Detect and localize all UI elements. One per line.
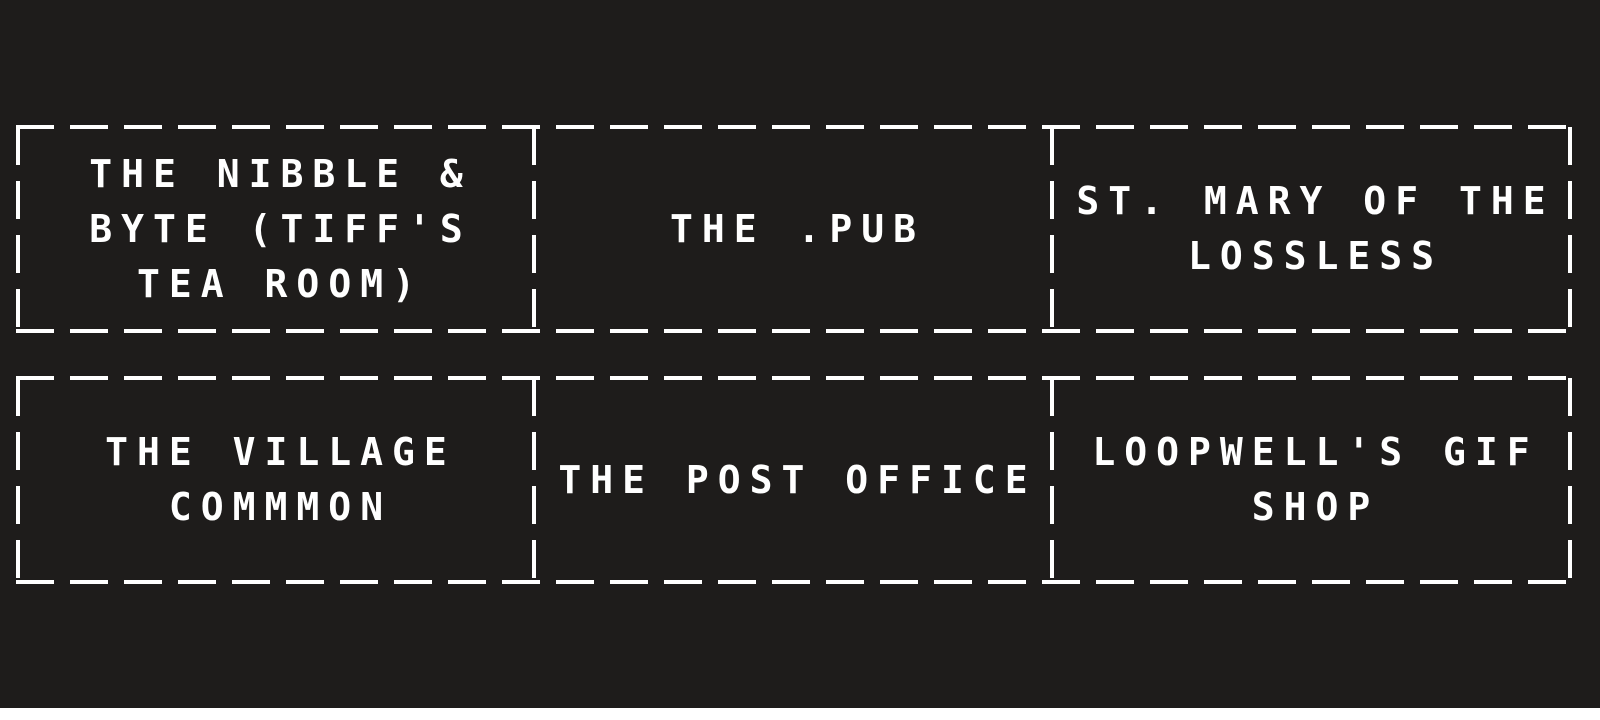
location-button-nibble-byte[interactable]: THE NIBBLE & BYTE (TIFF'S TEA ROOM) [18, 127, 534, 331]
location-label-pub: THE .PUB [669, 206, 926, 251]
location-label-post-office: THE POST OFFICE [558, 457, 1037, 502]
location-button-village-common[interactable]: THE VILLAGE COMMMON [18, 378, 534, 582]
location-button-post-office[interactable]: THE POST OFFICE [534, 378, 1052, 582]
location-button-pub[interactable]: THE .PUB [534, 127, 1052, 331]
location-label-village-common: THE VILLAGE COMMMON [105, 430, 456, 529]
location-label-st-mary: ST. MARY OF THE LOSSLESS [1076, 179, 1555, 278]
location-button-gif-shop[interactable]: LOOPWELL'S GIF SHOP [1052, 378, 1570, 582]
location-label-gif-shop: LOOPWELL'S GIF SHOP [1092, 430, 1539, 529]
location-button-st-mary[interactable]: ST. MARY OF THE LOSSLESS [1052, 127, 1570, 331]
location-label-nibble-byte: THE NIBBLE & BYTE (TIFF'S TEA ROOM) [89, 151, 472, 306]
